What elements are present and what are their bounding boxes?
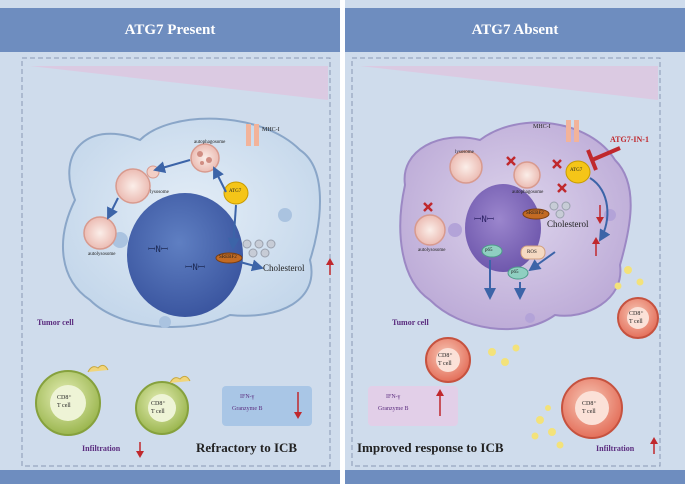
left-nucleus: [127, 193, 243, 317]
right-label-atg7: ATG7: [570, 168, 583, 173]
left-label-autophagosome: autophagosome: [194, 140, 226, 145]
right-inhibitor-bar: [591, 146, 621, 162]
right-atg7: [565, 160, 591, 184]
right-tcell2-cd8: CD8⁺: [629, 311, 644, 317]
panel-divider: [340, 0, 345, 484]
right-lysosome: [449, 150, 483, 184]
right-label-mhc: MHC-I: [533, 124, 551, 130]
right-label-ifng: IFN-γ: [386, 394, 401, 400]
right-tcell1-cd8: CD8⁺: [438, 353, 453, 359]
left-srebf2: [215, 252, 243, 264]
right-header: ATG7 Absent: [345, 8, 685, 52]
svg-text:ꟷNꟷ: ꟷNꟷ: [148, 245, 168, 255]
right-infiltration-up-arrow: [650, 437, 658, 444]
left-mhc-receptor: [246, 124, 251, 146]
svg-text:ꟷNꟷ: ꟷNꟷ: [474, 215, 494, 225]
left-gradient-wedge: [30, 66, 328, 100]
left-label-lysosome: lysosome: [150, 190, 169, 195]
left-label-ifng: IFN-γ: [240, 394, 255, 400]
left-label-tumor-cell: Tumor cell: [37, 318, 74, 327]
right-label-granzyme: Granzyme B: [378, 406, 409, 412]
left-tcell2-cd8: CD8⁺: [151, 401, 166, 407]
right-label-tumor-cell: Tumor cell: [392, 318, 429, 327]
right-label-srebf: SREBF2: [526, 211, 544, 216]
left-label-cholesterol: Cholesterol: [263, 263, 305, 273]
left-autolysosome: [83, 216, 117, 250]
left-atg7: [223, 181, 249, 205]
left-bottom-bar: [0, 470, 340, 484]
right-label-p65-b: p65: [511, 270, 519, 275]
right-mhc-receptor: [566, 120, 571, 142]
right-autolysosome: [414, 214, 446, 246]
right-srebf2: [522, 208, 550, 220]
right-cholesterol-dots: [549, 201, 571, 219]
left-label-infiltration: Infiltration: [82, 444, 121, 453]
left-tcell1-label: T cell: [57, 403, 71, 409]
right-cytokine-box: [368, 386, 458, 426]
left-vesicle-2: [278, 208, 292, 222]
left-cytokine-down-arrow: [294, 412, 302, 419]
svg-text:ꟷNꟷ: ꟷNꟷ: [185, 263, 205, 273]
right-tcell3-cd8: CD8⁺: [582, 401, 597, 407]
right-label-p65-a: p65: [485, 248, 493, 253]
left-cytokine-box: [222, 386, 312, 426]
right-p65-a: [481, 244, 503, 258]
right-label-infiltration: Infiltration: [596, 444, 635, 453]
right-label-ros: ROS: [527, 250, 537, 255]
right-outcome: Improved response to ICB: [357, 440, 504, 455]
left-lysosome: [115, 168, 151, 204]
left-label-autolysosome: autolysosome: [88, 252, 116, 257]
right-bottom-bar: [345, 470, 685, 484]
right-label-autophagosome: autophagosome: [512, 190, 544, 195]
left-tcell1-cd8: CD8⁺: [57, 395, 72, 401]
left-autophagosome: [190, 143, 220, 173]
right-cytokine-dots: [488, 266, 644, 449]
left-outcome: Refractory to ICB: [196, 440, 298, 455]
right-ros: [520, 245, 546, 260]
left-label-atg7: ATG7: [229, 189, 242, 194]
right-tcell3-label: T cell: [582, 409, 596, 415]
right-tcell2-label: T cell: [629, 319, 643, 325]
right-tcell1-label: T cell: [438, 361, 452, 367]
left-tcell2-label: T cell: [151, 409, 165, 415]
left-label-mhc: MHC-I: [262, 127, 280, 133]
left-label-granzyme: Granzyme B: [232, 406, 263, 412]
right-p65-b: [507, 266, 529, 280]
right-label-inhibitor: ATG7-IN-1: [610, 135, 649, 144]
right-block-marks: [423, 156, 567, 212]
right-dashed-frame: [351, 57, 661, 467]
right-title: ATG7 Absent: [471, 22, 559, 38]
left-header: ATG7 Present: [0, 8, 340, 52]
right-autophagosome: [513, 161, 541, 189]
right-label-autolysosome: autolysosome: [418, 248, 446, 253]
right-label-lysosome: lysosome: [455, 150, 474, 155]
left-title: ATG7 Present: [124, 22, 216, 38]
left-infiltration-down-arrow: [136, 451, 144, 458]
right-label-cholesterol: Cholesterol: [547, 219, 589, 229]
right-gradient-wedge: [360, 66, 658, 100]
right-cytokine-up-arrow: [436, 389, 444, 396]
left-label-srebf: SREBF2: [219, 255, 237, 260]
left-vesicle-3: [159, 316, 171, 328]
left-cholesterol-dots: [242, 239, 276, 258]
